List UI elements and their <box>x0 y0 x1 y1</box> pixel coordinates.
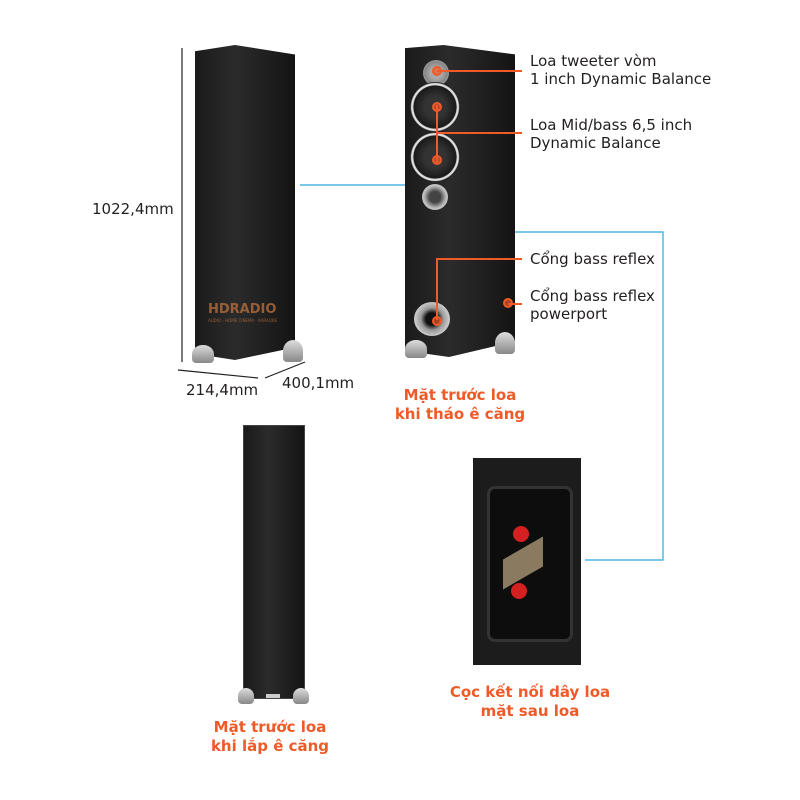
width-arrow <box>177 369 259 379</box>
callout-text: Loa Mid/bass 6,5 inch <box>530 116 693 134</box>
callout-text: powerport <box>530 305 608 323</box>
width-label: 214,4mm <box>186 381 259 399</box>
speaker-foot <box>283 340 303 362</box>
caption-text: mặt sau loa <box>480 702 580 720</box>
caption-text: Cọc kết nối dây loa <box>449 683 611 701</box>
speaker-foot <box>192 345 214 363</box>
caption-text: Mặt trước loa <box>213 718 327 736</box>
callout-line <box>436 105 438 163</box>
watermark-tagline: AUDIO - HOME CINEMA - KARAOKE <box>208 318 278 323</box>
callout-text: Dynamic Balance <box>530 134 661 152</box>
callout-text: Loa tweeter vòm <box>530 52 657 70</box>
caption-text: Mặt trước loa <box>403 386 517 404</box>
depth-arrow <box>264 361 306 379</box>
speaker-foot <box>238 688 254 704</box>
callout-dot <box>432 66 442 76</box>
callout-line <box>436 258 438 320</box>
caption-text: khi tháo ê căng <box>394 405 526 423</box>
callout-bass-reflex: Cổng bass reflex <box>530 250 655 268</box>
callout-dot <box>432 316 442 326</box>
rear-terminal-panel <box>473 458 581 665</box>
callout-line <box>437 70 522 72</box>
callout-line <box>437 132 522 134</box>
tweeter-lower <box>422 184 448 210</box>
speaker-side-view <box>195 45 295 360</box>
callout-text: Cổng bass reflex <box>530 250 655 268</box>
blue-arrow-rear <box>515 231 664 561</box>
height-label: 1022,4mm <box>92 200 174 218</box>
depth-label: 400,1mm <box>282 374 355 392</box>
brand-badge <box>266 694 280 698</box>
caption-text: khi lắp ê căng <box>210 737 330 755</box>
speaker-foot <box>405 340 427 358</box>
speaker-foot <box>495 332 515 354</box>
speaker-foot <box>293 688 309 704</box>
callout-line <box>437 258 522 260</box>
callout-dot <box>432 155 442 165</box>
binding-post-red <box>511 583 527 599</box>
callout-dot <box>503 298 513 308</box>
binding-post-red <box>513 526 529 542</box>
callout-line <box>508 303 522 305</box>
speaker-front-grille <box>243 425 305 699</box>
callout-text: Cổng bass reflex <box>530 287 655 305</box>
callout-dot <box>432 102 442 112</box>
watermark-logo: HDRADIO <box>208 302 277 317</box>
callout-text: 1 inch Dynamic Balance <box>530 70 712 88</box>
